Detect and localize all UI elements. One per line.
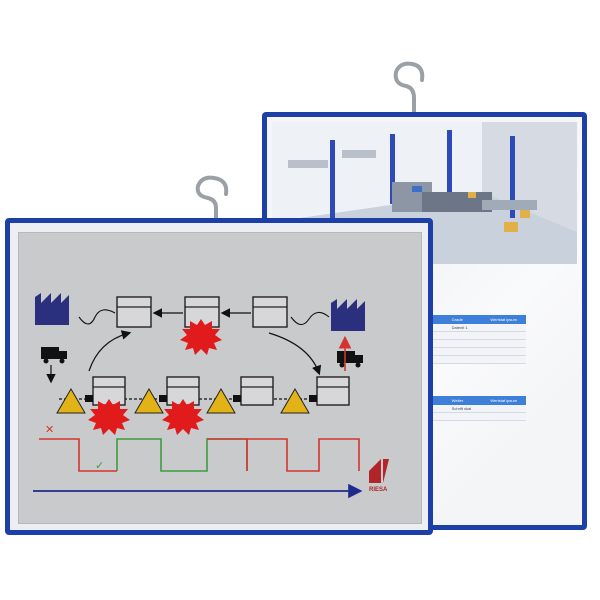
inventory-triangle-icon [56,388,86,414]
back-table-1-header-cell: Wertstat ipsum [490,317,517,322]
table-cell: Schrift skal [451,406,472,411]
brand-logo: RIESA [369,459,389,493]
factory-icon [331,299,365,331]
table-cell: Datenit 1 [451,325,468,330]
inventory-triangle-icon [280,388,310,414]
ok-mark: ✓ [95,460,104,472]
table-row [410,413,526,421]
info-squiggle [78,309,116,325]
table-row [410,356,526,364]
fail-mark: ✕ [45,424,54,436]
factory-floor-image [272,122,577,264]
inventory-triangle-icon [134,388,164,414]
flow-arrow [268,332,322,376]
signal-line-red-right [207,438,360,472]
problem-burst-icon [180,319,222,355]
signal-line-red-left [39,438,117,472]
brand-logo-text: RIESA [369,487,388,493]
value-stream-diagram: ✕ ✓ RIESA [18,232,422,524]
back-table-2-header: Weiter Wertstat ipsum [410,396,526,405]
table-row [410,348,526,356]
table-row [410,332,526,340]
table-row: Datenit 1 [410,324,526,332]
back-table-1-header: Grade Wertstat ipsum [410,315,526,324]
info-squiggle [290,311,330,326]
truck-icon [337,351,363,368]
process-box [240,376,274,406]
back-table-2-header-cell: Weiter [451,398,464,403]
back-table-1-header-cell: Grade [451,317,463,322]
inventory-triangle-icon [206,388,236,414]
problem-burst-icon [88,399,130,435]
process-box [116,296,152,328]
table-row [410,340,526,348]
problem-burst-icon [162,399,204,435]
factory-icon [35,293,69,325]
process-box [316,376,350,406]
table-row: Schrift skal [410,405,526,413]
process-box [252,296,288,328]
back-table-2-header-cell: Wertstat ipsum [490,398,517,403]
flow-arrow [88,330,132,372]
truck-icon [41,347,67,364]
